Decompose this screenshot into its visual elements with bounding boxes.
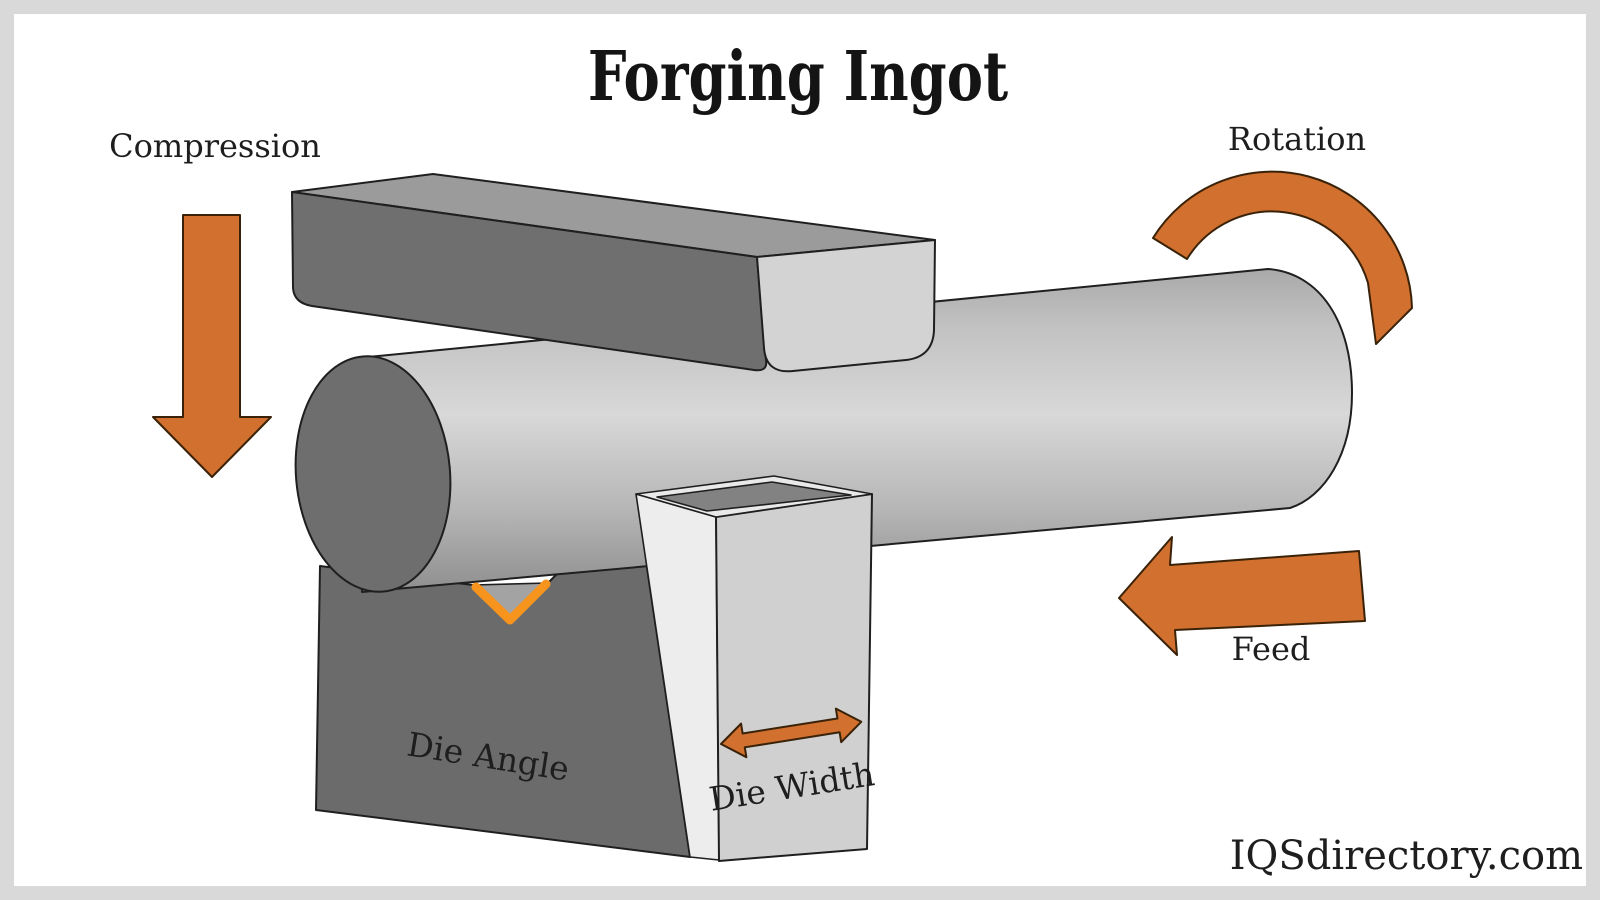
label-feed: Feed <box>1232 630 1311 668</box>
label-compression: Compression <box>109 127 321 165</box>
top-die-front-face <box>291 191 768 372</box>
die-width-arrow <box>720 707 863 759</box>
page-title: Forging Ingot <box>588 36 1009 117</box>
compression-arrow <box>152 214 272 478</box>
watermark: IQSdirectory.com <box>1230 833 1583 879</box>
label-rotation: Rotation <box>1228 120 1366 158</box>
ingot-cylinder-end-face <box>294 355 452 593</box>
rotation-arrow <box>1152 170 1413 345</box>
die-angle-highlight <box>471 579 551 625</box>
feed-arrow <box>1118 536 1366 656</box>
top-die-end-face <box>756 239 936 373</box>
die-slab-top-inset <box>656 481 852 512</box>
